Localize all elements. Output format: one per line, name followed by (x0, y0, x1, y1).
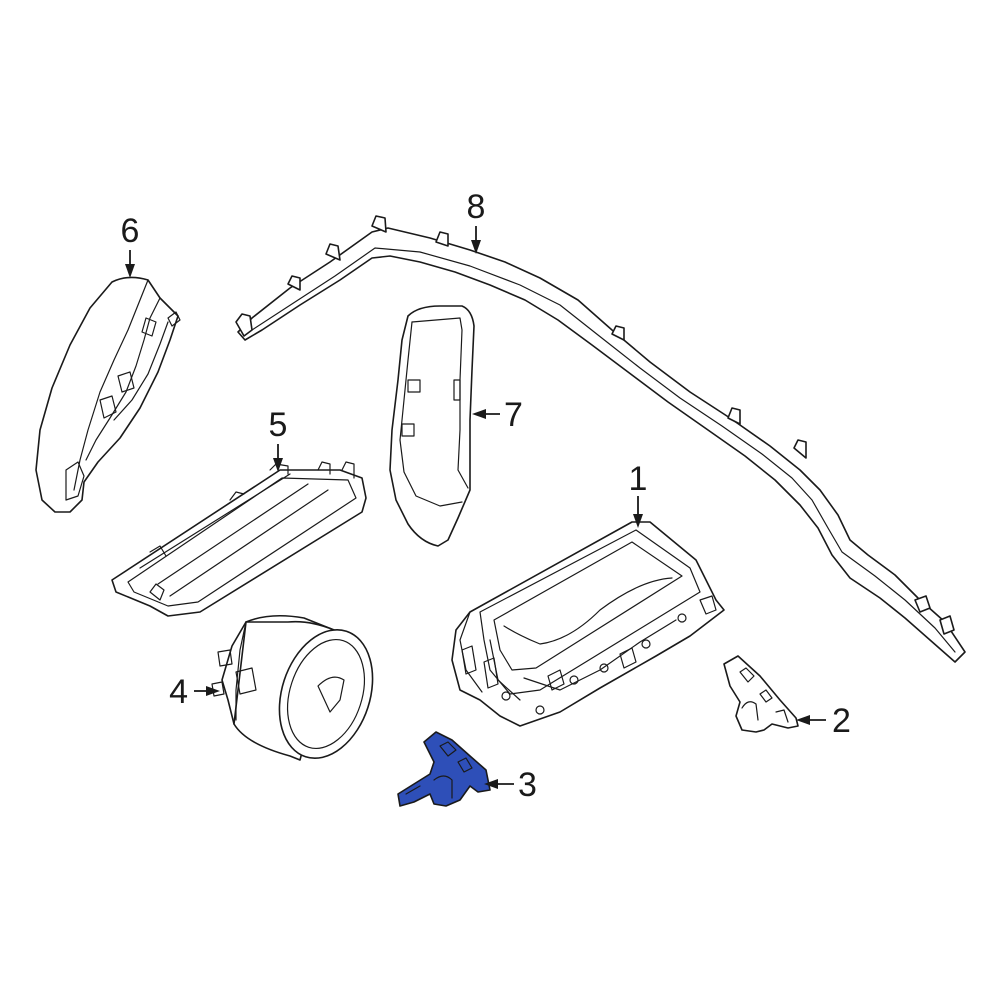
part-1-airbag-module[interactable] (451, 521, 725, 727)
callout-5: 5 (269, 406, 288, 444)
callout-8: 8 (467, 188, 486, 226)
part-8-curtain-airbag[interactable] (235, 215, 966, 663)
callout-labels: 1 2 3 4 5 6 7 8 (121, 188, 851, 804)
part-4-driver-airbag[interactable] (211, 614, 388, 771)
part-5-passenger-airbag-tray[interactable] (111, 461, 367, 617)
part-3-shape (397, 731, 491, 807)
callout-3: 3 (518, 766, 537, 804)
callout-4: 4 (169, 673, 188, 711)
part-3-bracket-highlighted[interactable] (397, 731, 491, 807)
callout-2: 2 (832, 702, 851, 740)
part-2-bracket[interactable] (723, 655, 799, 733)
callout-6: 6 (121, 212, 140, 250)
part-6-knee-airbag[interactable] (35, 276, 181, 513)
callout-1: 1 (629, 460, 648, 498)
leader-lines (125, 226, 826, 789)
part-7-side-airbag[interactable] (389, 305, 475, 547)
callout-7: 7 (504, 396, 523, 434)
